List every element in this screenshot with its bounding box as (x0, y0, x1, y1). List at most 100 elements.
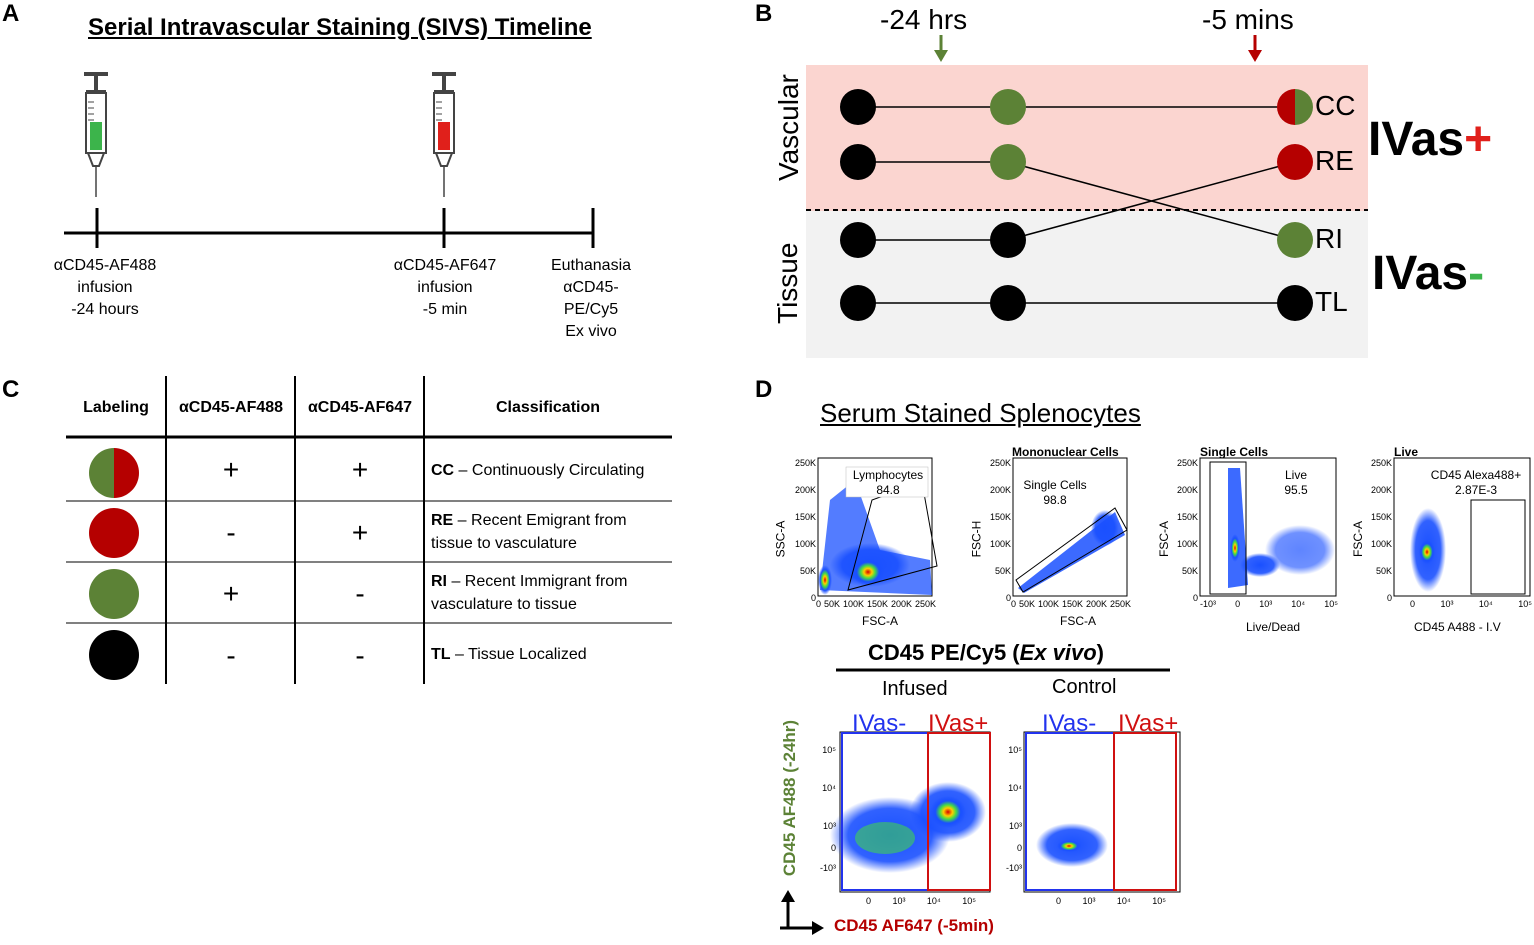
row-ri-af647: - (355, 578, 365, 609)
ytick: 50K (1375, 566, 1392, 576)
condition-infused: Infused (882, 678, 948, 700)
row-re-af647: + (351, 517, 369, 548)
xtick: 10³ (1082, 896, 1096, 906)
xtick: 150K (1061, 599, 1083, 609)
plot3-ylabel: FSC-A (1157, 521, 1171, 557)
row-tl-af488: - (226, 640, 236, 671)
panel-letter-d: D (755, 376, 773, 403)
row-label-tl: TL (1315, 286, 1348, 317)
ytick: 0 (830, 843, 836, 853)
plot3-header: Single Cells (1200, 445, 1269, 459)
ytick: 250K (1370, 458, 1392, 468)
ytick: 200K (1370, 485, 1392, 495)
row-cc-code: CC (431, 462, 455, 479)
xtick: 10⁴ (1291, 599, 1306, 609)
ytick: 50K (994, 566, 1011, 576)
row-tl-af647: - (355, 640, 365, 671)
flow-cytometry-plots (780, 457, 1531, 935)
xtick: 0 (866, 896, 872, 906)
plot3-yticks: 250K 200K 150K 100K 50K 0 (1170, 458, 1198, 603)
xtick: 50K (823, 599, 840, 609)
plot-live (1199, 457, 1337, 597)
control-yticks: 10⁵ 10⁴ 10³ 0 -10³ (998, 745, 1022, 873)
ytick: 250K (794, 458, 816, 468)
syringe-green-icon (84, 72, 108, 197)
ytick: 0 (810, 593, 816, 603)
row-label-cc: CC (1315, 90, 1356, 121)
xtick: 50K (1018, 599, 1035, 609)
ivas-positive-label: IVas+ (1368, 112, 1492, 167)
row-re-classification: RE – Recent Emigrant from tissue to vasc… (431, 509, 671, 555)
timeline-label-3: Euthanasia αCD45- PE/Cy5 Ex vivo (550, 257, 632, 340)
xtick: 10⁵ (1152, 896, 1166, 906)
ytick: -10³ (1005, 863, 1022, 873)
plot2-xlabel: FSC-A (1060, 614, 1096, 628)
xaxis-af647-label: CD45 AF647 (-5min) (834, 916, 994, 935)
row-re-code: RE (431, 512, 454, 529)
plot1-xlabel: FSC-A (862, 614, 898, 628)
xtick: 200K (1085, 599, 1107, 609)
xtick: 200K (890, 599, 912, 609)
ytick: 0 (1386, 593, 1392, 603)
ivas-negative-text: IVas (1372, 247, 1469, 300)
xtick: 0 (1235, 599, 1241, 609)
ytick: 0 (1005, 593, 1011, 603)
plot1-ylabel: SSC-A (773, 520, 788, 558)
plot4-gate-value: 2.87E-3 (1454, 483, 1498, 497)
xtick: 10⁴ (1478, 599, 1493, 609)
ytick: 200K (794, 485, 816, 495)
xtick: 250K (914, 599, 936, 609)
ytick: 10³ (822, 821, 836, 831)
plot1-gate-name: Lymphocytes (852, 468, 924, 482)
control-ivas-pos: IVas+ (1118, 710, 1179, 737)
ytick: 0 (1192, 593, 1198, 603)
ytick: 10⁴ (1008, 783, 1022, 793)
ivas-negative-label: IVas- (1372, 246, 1484, 301)
tissue-label: Tissue (772, 242, 803, 324)
xtick: 0 (1056, 896, 1062, 906)
sivs-timeline (64, 72, 595, 248)
ivas-positive-sign: + (1464, 113, 1493, 166)
plot4-ylabel: FSC-A (1351, 521, 1365, 557)
plot-control (1023, 731, 1181, 893)
header-af647: αCD45-AF647 (307, 399, 413, 416)
time-label-24hrs: -24 hrs (880, 4, 968, 35)
xtick: 250K (1109, 599, 1131, 609)
panel-letter-a: A (2, 0, 20, 27)
row-tl-code: TL (431, 646, 451, 663)
header-classification: Classification (495, 399, 601, 416)
panel-letter-c: C (2, 376, 20, 403)
classification-table-lines (66, 376, 672, 684)
xtick: 10³ (1440, 599, 1454, 609)
ivas-positive-text: IVas (1368, 113, 1465, 166)
plot4-gate-label: CD45 Alexa488+2.87E-3 (1428, 468, 1524, 498)
ytick: 150K (1176, 512, 1198, 522)
control-ivas-neg: IVas- (1042, 710, 1097, 737)
ytick: 10⁵ (1008, 745, 1022, 755)
plot-infused (830, 731, 991, 893)
ytick: 150K (1370, 512, 1392, 522)
ytick: 200K (1176, 485, 1198, 495)
xtick: 10³ (892, 896, 906, 906)
row-label-re: RE (1315, 145, 1354, 176)
row-cc-classification: CC – Continuously Circulating (431, 459, 671, 482)
xtick: -10³ (1200, 599, 1217, 609)
plot2-gate-name: Single Cells (1023, 478, 1087, 492)
ytick: 50K (1181, 566, 1198, 576)
time-label-5mins: -5 mins (1202, 4, 1294, 35)
cd45-title-italic: Ex vivo (1019, 640, 1097, 665)
xtick: 10³ (1259, 599, 1273, 609)
xtick: 10⁴ (1116, 896, 1131, 906)
xtick: 0 (1410, 599, 1416, 609)
header-labeling: Labeling (83, 399, 149, 416)
ytick: 100K (989, 539, 1011, 549)
plot2-header: Mononuclear Cells (1012, 445, 1119, 459)
row-cc-af647: + (351, 454, 369, 485)
ytick: 10³ (1008, 821, 1022, 831)
